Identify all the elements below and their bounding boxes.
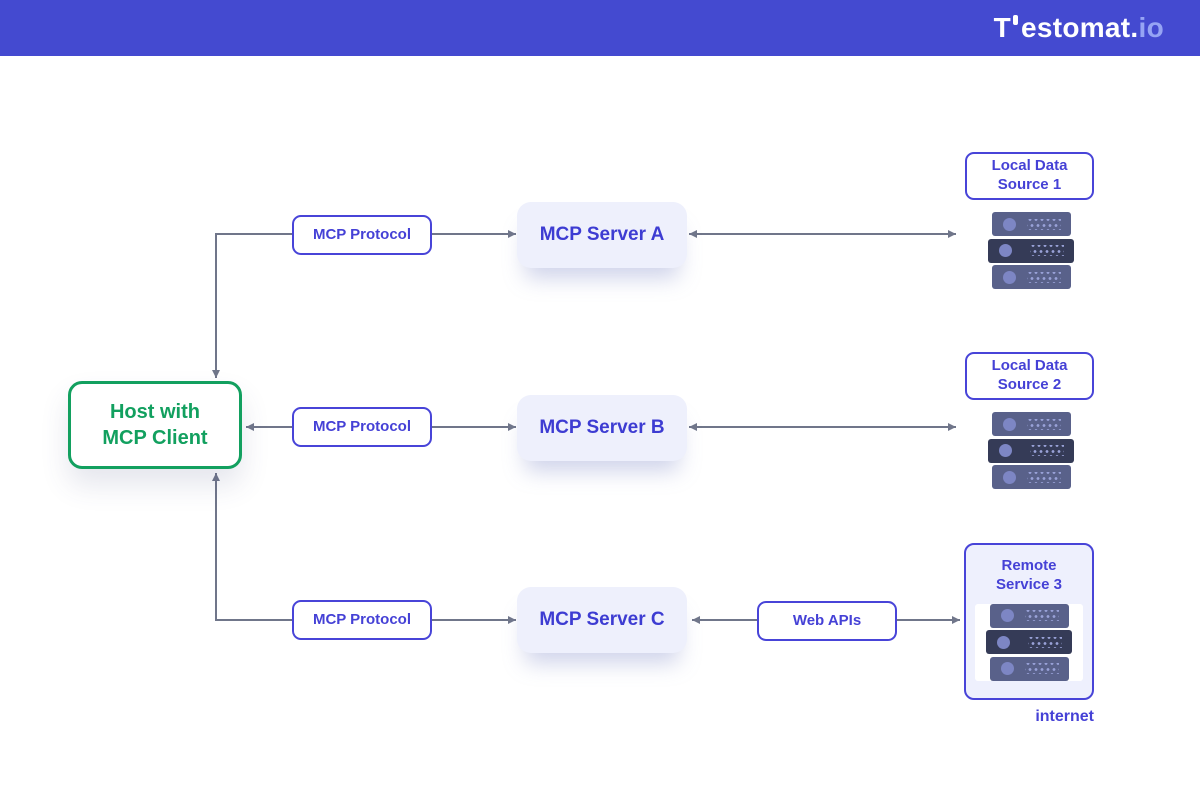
mcp-server-a-box: MCP Server A (517, 202, 687, 268)
server-unit (991, 412, 1071, 436)
mcp-protocol-box-c: MCP Protocol (292, 600, 432, 640)
led-icon (1000, 662, 1014, 675)
web-apis-box: Web APIs (757, 601, 897, 641)
mcp-server-b-box: MCP Server B (517, 395, 687, 461)
host-with-mcp-client-box: Host with MCP Client (68, 381, 242, 469)
server-unit (989, 603, 1069, 628)
server-unit (991, 212, 1071, 236)
logo-text: estomat. (1020, 12, 1139, 43)
server-unit (988, 238, 1074, 263)
led-icon (997, 635, 1010, 649)
vent-dots-icon (1028, 636, 1062, 648)
server-rack-icon (988, 412, 1074, 489)
remote-service-3-box: Remote Service 3 (964, 543, 1094, 700)
server-rack-icon (988, 212, 1074, 289)
server-unit (986, 630, 1072, 654)
logo-domain-suffix: io (1138, 12, 1164, 43)
internet-label: internet (1035, 708, 1094, 725)
server-unit (991, 465, 1071, 489)
led-icon (1002, 417, 1016, 431)
vent-dots-icon (1024, 663, 1059, 674)
remote-server-icon-wrap (975, 603, 1083, 681)
vent-dots-icon (1030, 245, 1064, 256)
vent-dots-icon (1026, 418, 1061, 430)
led-icon (999, 444, 1012, 457)
server-unit (988, 438, 1074, 463)
mcp-server-c-box: MCP Server C (517, 587, 687, 653)
logo-letter-t: T (993, 12, 1011, 43)
led-icon (1000, 609, 1014, 622)
local-data-source-2-box: Local Data Source 2 (965, 352, 1094, 400)
mcp-protocol-box-a: MCP Protocol (292, 215, 432, 255)
led-icon (999, 244, 1012, 257)
led-icon (1002, 270, 1016, 284)
local-data-source-1-box: Local Data Source 1 (965, 152, 1094, 200)
server-rack-icon (986, 603, 1072, 681)
server-unit (991, 265, 1071, 289)
vent-dots-icon (1026, 218, 1061, 230)
logo-tick-mark (1012, 15, 1018, 25)
vent-dots-icon (1026, 471, 1061, 483)
remote-service-3-label: Remote Service 3 (996, 557, 1062, 593)
mcp-architecture-diagram: Host with MCP Client MCP Protocol MCP Pr… (0, 56, 1200, 800)
arrow-protocol-c-to-host (212, 473, 292, 621)
server-unit (989, 656, 1069, 681)
top-header-bar: T estomat. io (0, 0, 1200, 56)
led-icon (1002, 470, 1016, 484)
vent-dots-icon (1030, 445, 1064, 456)
testomat-logo: T estomat. io (994, 14, 1164, 42)
connector-arrows (212, 230, 960, 624)
arrow-protocol-a-to-host (212, 233, 292, 378)
vent-dots-icon (1024, 610, 1059, 621)
vent-dots-icon (1026, 271, 1061, 283)
mcp-protocol-box-b: MCP Protocol (292, 407, 432, 447)
led-icon (1002, 217, 1016, 231)
